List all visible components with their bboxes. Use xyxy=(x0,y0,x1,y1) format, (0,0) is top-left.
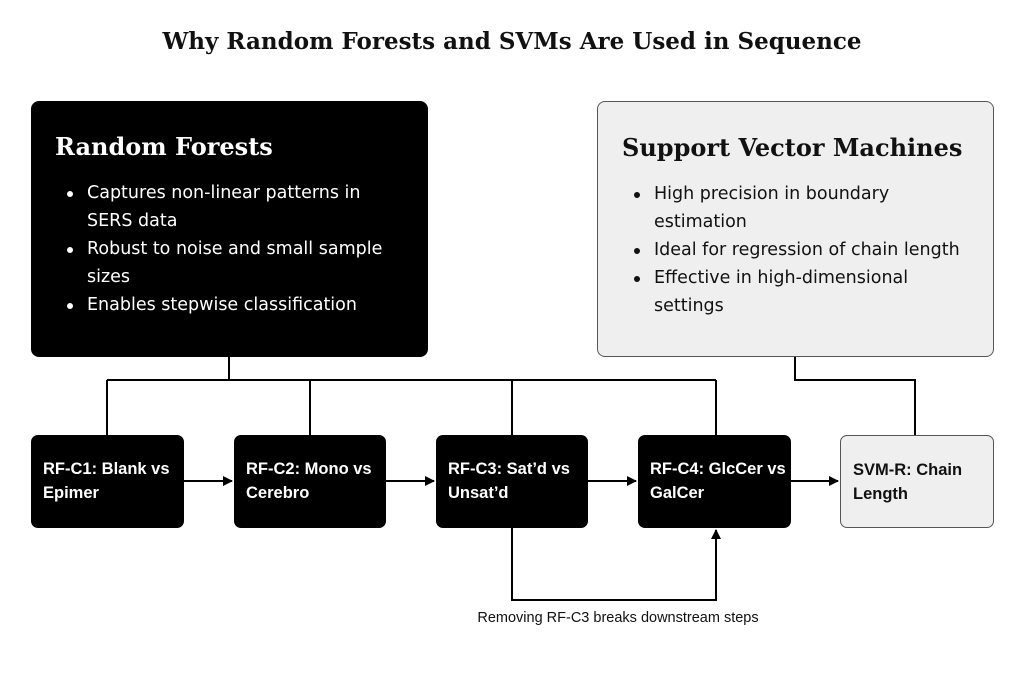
dependency-arrow xyxy=(511,528,721,601)
random-forests-heading: Random Forests xyxy=(55,132,273,161)
step-label: RF-C4: GlcCer vs GalCer xyxy=(650,460,786,502)
step-label: RF-C2: Mono vs Cerebro xyxy=(246,460,372,502)
svm-point: Ideal for regression of chain length xyxy=(634,236,969,264)
step-rf-c3: RF-C3: Sat’d vs Unsat’d xyxy=(436,435,588,528)
svm-points: High precision in boundary estimation Id… xyxy=(622,180,969,320)
svm-point: Effective in high-dimensional settings xyxy=(634,264,969,320)
step-label: RF-C3: Sat’d vs Unsat’d xyxy=(448,460,570,502)
step-label: SVM-R: Chain Length xyxy=(853,461,963,503)
svm-point: High precision in boundary estimation xyxy=(634,180,969,236)
dependency-note: Removing RF-C3 breaks downstream steps xyxy=(477,610,759,626)
diagram-title: Why Random Forests and SVMs Are Used in … xyxy=(162,28,862,55)
step-rf-c1: RF-C1: Blank vs Epimer xyxy=(31,435,184,528)
step-label: RF-C1: Blank vs Epimer xyxy=(43,460,170,502)
step-rf-c4: RF-C4: GlcCer vs GalCer xyxy=(638,435,791,528)
step-svm-r: SVM-R: Chain Length xyxy=(840,435,994,528)
rf-point: Robust to noise and small sample sizes xyxy=(67,235,404,291)
rf-point: Captures non-linear patterns in SERS dat… xyxy=(67,179,404,235)
rf-bracket-line xyxy=(106,357,717,435)
random-forests-panel: Random Forests Captures non-linear patte… xyxy=(31,101,428,357)
svm-bracket-line xyxy=(794,357,916,435)
svm-panel: Support Vector Machines High precision i… xyxy=(597,101,994,357)
rf-point: Enables stepwise classification xyxy=(67,291,404,319)
random-forests-points: Captures non-linear patterns in SERS dat… xyxy=(55,179,404,319)
step-rf-c2: RF-C2: Mono vs Cerebro xyxy=(234,435,386,528)
svm-heading: Support Vector Machines xyxy=(622,133,963,162)
